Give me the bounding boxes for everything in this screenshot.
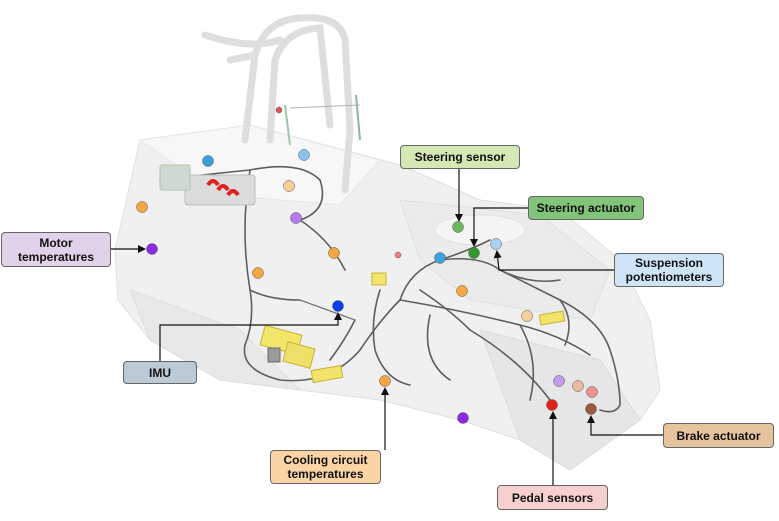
sensor-dot: [332, 300, 344, 312]
sensor-dot: [202, 155, 214, 167]
brake-actuator-label: Brake actuator: [663, 423, 774, 448]
electronic-modules: [259, 272, 566, 384]
arrow-steering-actuator: [470, 207, 528, 247]
steering-sensor-label: Steering sensor: [400, 145, 520, 169]
sensor-dot: [457, 412, 469, 424]
sensor-dot: [298, 149, 310, 161]
steering-actuator-label: Steering actuator: [528, 196, 644, 220]
sensor-dot: [379, 375, 391, 387]
sensor-dot: [490, 238, 502, 250]
strut-green: [355, 94, 361, 141]
sensor-dot: [572, 380, 584, 392]
sensor-dot: [468, 247, 480, 259]
sensor-dot: [275, 106, 283, 114]
top-wire: [289, 104, 361, 109]
leader-arrows: [111, 169, 663, 485]
sensor-dot: [252, 267, 264, 279]
motor-temperatures-label: Motor temperatures: [1, 232, 111, 267]
motor-block: [159, 164, 256, 206]
sensor-dot: [546, 399, 558, 411]
sensor-dot: [136, 201, 148, 213]
suspension-potentiometers-label: Suspension potentiometers: [614, 253, 724, 287]
sensor-dot: [290, 212, 302, 224]
cooling-circuit-temperatures-label: Cooling circuit temperatures: [270, 450, 381, 484]
sensor-dot: [452, 221, 464, 233]
imu-wire: [299, 299, 356, 321]
sensor-dot: [434, 252, 446, 264]
roll-hoop: [201, 14, 354, 194]
sensor-dot: [553, 375, 565, 387]
imu-label: IMU: [123, 361, 197, 384]
arrow-imu: [159, 312, 342, 361]
sensor-dot: [585, 403, 597, 415]
strut-green-2: [284, 104, 291, 146]
sensor-dot: [586, 386, 598, 398]
arrow-brake-actuator: [587, 415, 663, 436]
sensor-dot: [456, 285, 468, 297]
sensor-dot: [394, 251, 402, 259]
pedal-sensors-label: Pedal sensors: [497, 485, 608, 510]
sensor-dot: [328, 247, 340, 259]
arrow-suspension: [493, 250, 614, 271]
sensor-dot: [521, 310, 533, 322]
sensor-dot: [283, 180, 295, 192]
sensor-dot: [146, 243, 158, 255]
sensor-dots: [136, 106, 598, 424]
